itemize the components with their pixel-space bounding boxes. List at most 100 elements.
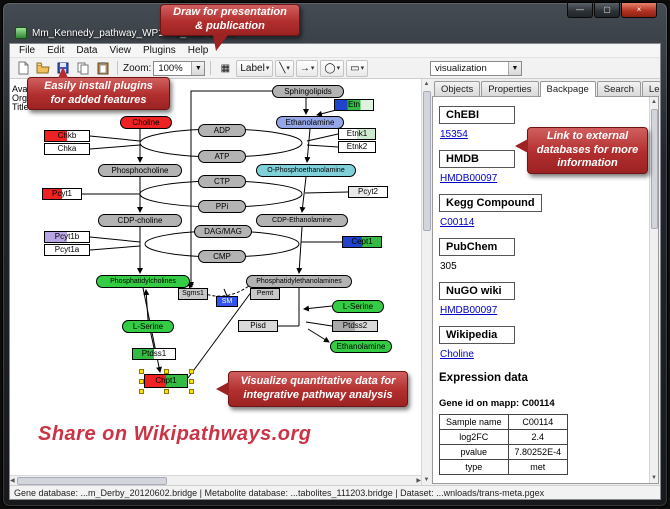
- chevron-down-icon[interactable]: ▼: [191, 61, 205, 75]
- pathway-node-sgms1[interactable]: Sgms1: [178, 288, 208, 300]
- minimize-button[interactable]: —: [567, 3, 593, 18]
- pathway-node-pcyt1b[interactable]: Pcyt1b: [44, 231, 90, 243]
- pathway-node-phosphatidylcholines[interactable]: Phosphatidylcholines: [96, 275, 190, 288]
- selection-handle[interactable]: [139, 379, 144, 384]
- pathway-node-sphingolipids[interactable]: Sphingolipids: [272, 85, 344, 98]
- chevron-down-icon[interactable]: ▾: [265, 65, 270, 72]
- scroll-down-icon[interactable]: ▼: [423, 477, 430, 483]
- menu-edit[interactable]: Edit: [47, 45, 65, 56]
- copy-icon[interactable]: [74, 60, 92, 77]
- table-cell: type: [439, 459, 509, 475]
- pathway-node-cdp-ethanolamine[interactable]: CDP-Ethanolamine: [256, 214, 348, 227]
- tab-search[interactable]: Search: [596, 81, 641, 96]
- pathway-node-adp[interactable]: ADP: [198, 124, 246, 137]
- selection-handle[interactable]: [164, 369, 169, 374]
- pathway-node-choline[interactable]: Choline: [120, 116, 172, 129]
- line-tool-button[interactable]: ╲▾: [275, 59, 294, 77]
- panel-scrollbar[interactable]: ▲ ▼: [649, 97, 658, 483]
- chevron-down-icon[interactable]: ▾: [286, 65, 290, 72]
- pathway-node-etnk2[interactable]: Etnk2: [338, 141, 376, 153]
- pathway-node-ethanolamine[interactable]: Ethanolamine: [330, 340, 392, 353]
- pathway-node-cmp[interactable]: CMP: [198, 250, 246, 263]
- tab-objects[interactable]: Objects: [434, 81, 481, 96]
- scroll-up-icon[interactable]: ▲: [423, 81, 430, 87]
- scrollbar-thumb[interactable]: [650, 109, 658, 229]
- menu-help[interactable]: Help: [187, 45, 209, 56]
- pathway-node-sm[interactable]: SM: [216, 296, 238, 307]
- scrollbar-thumb[interactable]: [422, 91, 431, 231]
- pathway-node-phosphatidylethanolamines[interactable]: Phosphatidylethanolamines: [246, 275, 352, 288]
- scroll-up-icon[interactable]: ▲: [651, 99, 657, 105]
- pathway-node-ppi[interactable]: PPi: [198, 200, 246, 213]
- selection-handle[interactable]: [189, 369, 194, 374]
- pathway-node-atp[interactable]: ATP: [198, 150, 246, 163]
- selection-handle[interactable]: [164, 389, 169, 394]
- selection-handle[interactable]: [189, 379, 194, 384]
- datanode-tool-icon[interactable]: ▦: [220, 62, 231, 74]
- new-file-icon[interactable]: [14, 60, 32, 77]
- chevron-down-icon[interactable]: ▼: [508, 61, 521, 75]
- scroll-left-icon[interactable]: ◀: [10, 477, 15, 484]
- menu-plugins[interactable]: Plugins: [142, 45, 176, 56]
- chevron-down-icon[interactable]: ▾: [310, 65, 315, 72]
- pathway-node-cdp-choline[interactable]: CDP-choline: [98, 214, 182, 227]
- title-bar[interactable]: Mm_Kennedy_pathway_WP1771_45176.gp... — …: [3, 3, 667, 43]
- chebi-link[interactable]: 15354: [440, 129, 468, 140]
- rect-tool-button[interactable]: ▭▾: [346, 59, 369, 77]
- selection-handle[interactable]: [139, 389, 144, 394]
- chebi-header: ChEBI: [439, 106, 515, 124]
- kegg-link[interactable]: C00114: [440, 217, 475, 228]
- chevron-down-icon[interactable]: ▾: [360, 65, 365, 72]
- menu-file[interactable]: File: [19, 45, 36, 56]
- table-cell: 7.80252E-4: [507, 444, 569, 460]
- pathway-node-pcyt2[interactable]: Pcyt2: [348, 186, 388, 198]
- pathway-node-chpt1[interactable]: Chpt1: [139, 369, 194, 394]
- hmdb-link[interactable]: HMDB00097: [440, 173, 498, 184]
- menu-data[interactable]: Data: [76, 45, 98, 56]
- oval-tool-button[interactable]: ◯▾: [320, 59, 345, 77]
- close-button[interactable]: ×: [621, 3, 657, 18]
- zoom-select[interactable]: 100% ▼: [153, 60, 206, 76]
- maximize-button[interactable]: ▢: [594, 3, 620, 18]
- pathway-node-ptdss1[interactable]: Ptdss1: [132, 348, 176, 360]
- pathway-node-pcyt1a[interactable]: Pcyt1a: [44, 244, 90, 256]
- selection-handle[interactable]: [189, 389, 194, 394]
- scrollbar-thumb[interactable]: [16, 476, 167, 485]
- scroll-down-icon[interactable]: ▼: [651, 475, 657, 481]
- canvas-vertical-scrollbar[interactable]: ▲ ▼: [421, 79, 431, 485]
- selection-handle[interactable]: [139, 369, 144, 374]
- arrow-tool-button[interactable]: →▾: [295, 59, 319, 77]
- pathway-node-l-serine[interactable]: L-Serine: [122, 320, 174, 333]
- tab-backpage[interactable]: Backpage: [539, 81, 596, 97]
- nugo-link[interactable]: HMDB00097: [440, 305, 498, 316]
- pathway-node-pisd[interactable]: Pisd: [238, 320, 278, 332]
- pathway-node-dag-mag[interactable]: DAG/MAG: [194, 225, 252, 238]
- pathway-node-l-serine[interactable]: L-Serine: [332, 300, 384, 313]
- scroll-right-icon[interactable]: ▶: [416, 477, 421, 484]
- pathway-node-ctp[interactable]: CTP: [198, 175, 246, 188]
- pathway-node-chkb[interactable]: Chkb: [44, 130, 90, 142]
- wikipedia-link[interactable]: Choline: [440, 349, 474, 360]
- chevron-down-icon[interactable]: ▾: [336, 65, 341, 72]
- pathway-node-o-phosphoethanolamine[interactable]: O-Phosphoethanolamine: [256, 164, 356, 177]
- share-wikipathways-text: Share on Wikipathways.org: [38, 423, 312, 445]
- pathway-node-ethanolamine[interactable]: Ethanolamine: [276, 116, 344, 129]
- pathway-node-pemt[interactable]: Pemt: [250, 288, 280, 300]
- pathway-node-chka[interactable]: Chka: [44, 143, 90, 155]
- toolbar: Zoom: 100% ▼ ▦ Label▾ ╲▾ →▾ ◯▾: [10, 58, 660, 79]
- label-tool-button[interactable]: Label▾: [236, 59, 274, 77]
- canvas-horizontal-scrollbar[interactable]: ◀ ▶: [10, 475, 421, 485]
- pathway-node-cept1[interactable]: Cept1: [342, 236, 382, 248]
- pathway-node-pcyt1[interactable]: Pcyt1: [42, 188, 82, 200]
- pathway-node-phosphocholine[interactable]: Phosphocholine: [98, 164, 182, 177]
- paste-icon[interactable]: [94, 60, 112, 77]
- pathway-node-etnk1[interactable]: Etnk1: [338, 128, 376, 140]
- tab-legend[interactable]: Legend: [641, 81, 660, 96]
- menu-view[interactable]: View: [109, 45, 131, 56]
- visualization-select[interactable]: visualization ▼: [430, 60, 522, 76]
- pathway-node-etn[interactable]: Etn: [334, 99, 374, 111]
- pathway-node-ptdss2[interactable]: Ptdss2: [332, 320, 378, 332]
- open-file-icon[interactable]: [34, 60, 52, 77]
- tab-properties[interactable]: Properties: [481, 81, 539, 96]
